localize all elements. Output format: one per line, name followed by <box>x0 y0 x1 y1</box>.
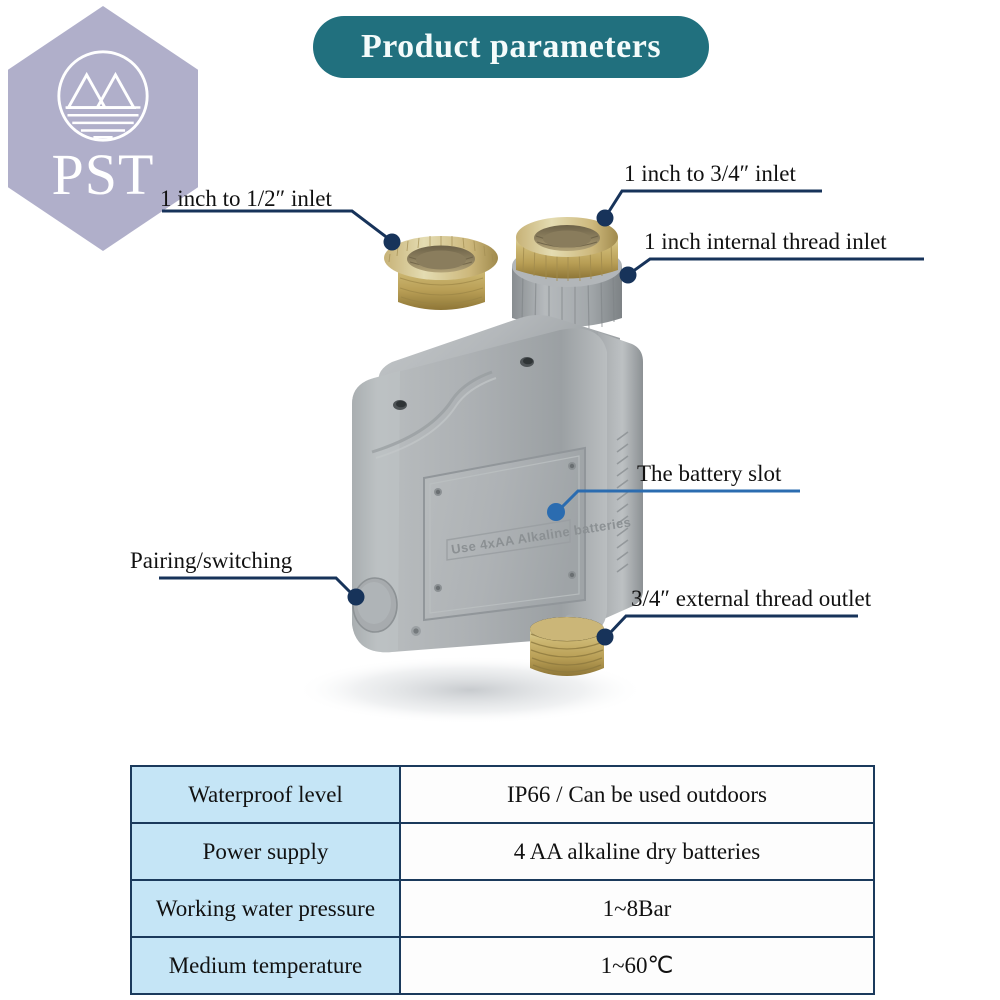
dot-inlet-half <box>383 233 401 251</box>
mountain-circle-icon <box>57 50 149 142</box>
watermark: PST <box>8 6 198 251</box>
callout-label-pairing: Pairing/switching <box>130 548 293 573</box>
spec-value: 4 AA alkaline dry batteries <box>399 822 875 881</box>
spec-table: Waterproof level IP66 / Can be used outd… <box>130 765 875 995</box>
spec-value: 1~8Bar <box>399 879 875 938</box>
dot-pairing <box>347 588 365 606</box>
page-title: Product parameters <box>313 16 709 78</box>
embossed-battery-text: Use 4xAA Alkaline batteries <box>450 514 632 557</box>
leader-inlet-threequarter <box>606 189 822 214</box>
dot-outlet <box>596 628 614 646</box>
table-row: Working water pressure 1~8Bar <box>130 879 875 938</box>
callout-label-inlet-half: 1 inch to 1/2″ inlet <box>160 186 332 211</box>
dot-battery-slot <box>547 503 565 521</box>
watermark-text: PST <box>51 142 155 207</box>
table-row: Power supply 4 AA alkaline dry batteries <box>130 822 875 881</box>
callout-label-inlet-threequarter: 1 inch to 3/4″ inlet <box>624 161 796 186</box>
spec-key: Medium temperature <box>130 936 401 995</box>
brass-outlet <box>530 617 604 676</box>
spec-key: Waterproof level <box>130 765 401 824</box>
device-body: Use 4xAA Alkaline batteries <box>352 315 643 653</box>
table-row: Waterproof level IP66 / Can be used outd… <box>130 765 875 824</box>
dot-inlet-internal <box>619 266 637 284</box>
callout-label-inlet-internal: 1 inch internal thread inlet <box>644 229 887 254</box>
table-row: Medium temperature 1~60℃ <box>130 936 875 995</box>
spec-key: Power supply <box>130 822 401 881</box>
pairing-button <box>352 577 398 633</box>
leader-inlet-internal <box>631 257 924 274</box>
page-title-text: Product parameters <box>360 28 662 65</box>
dot-inlet-threequarter <box>596 209 614 227</box>
inlet-assembly-top <box>512 217 622 331</box>
leader-pairing <box>159 576 354 596</box>
leader-battery-slot <box>558 489 800 511</box>
leader-outlet <box>607 614 858 636</box>
brass-adapter-half-inch <box>384 236 498 310</box>
callout-label-battery-slot: The battery slot <box>637 461 782 486</box>
spec-value: IP66 / Can be used outdoors <box>399 765 875 824</box>
callout-label-outlet: 3/4″ external thread outlet <box>631 586 872 611</box>
spec-key: Working water pressure <box>130 879 401 938</box>
spec-value: 1~60℃ <box>399 936 875 995</box>
